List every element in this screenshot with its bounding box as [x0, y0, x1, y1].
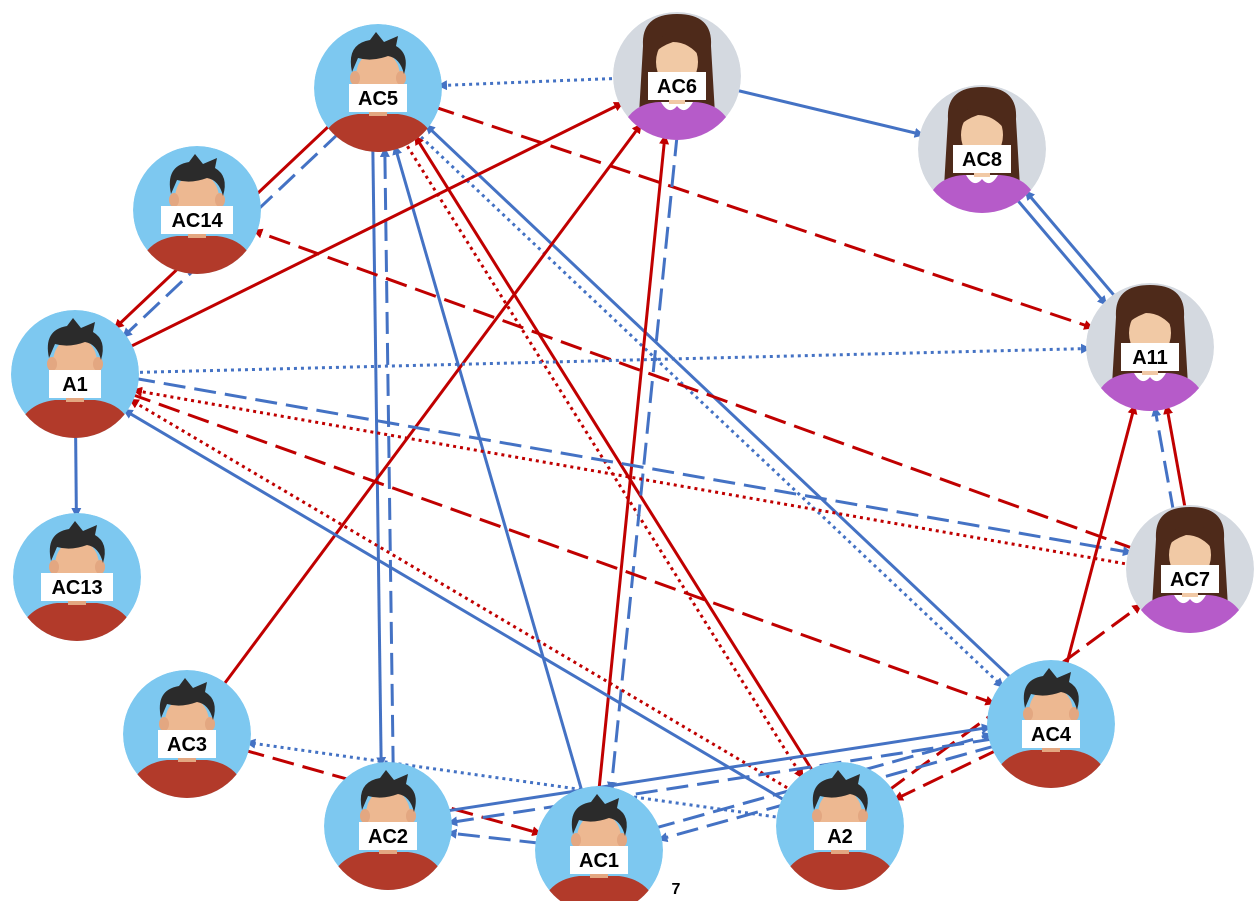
- node-label-box: [41, 573, 113, 601]
- edge-ac7-to-ac14: [252, 228, 1137, 551]
- edge-a1-to-ac4: [129, 392, 996, 706]
- node-ac1[interactable]: AC1: [535, 786, 663, 901]
- edge-a1-to-a11: [132, 343, 1091, 374]
- node-ac14[interactable]: AC14: [133, 146, 261, 274]
- node-label: AC14: [171, 210, 223, 232]
- edge-ac4-to-a2: [893, 747, 1000, 802]
- node-label: A1: [62, 374, 88, 396]
- node-a11[interactable]: A11: [1086, 283, 1214, 411]
- node-label-box: [1161, 565, 1219, 593]
- node-label: AC1: [579, 850, 619, 872]
- edge-ac7-to-a11: [1163, 404, 1188, 512]
- node-label-box: [158, 730, 216, 758]
- edge-a11-to-ac8: [1024, 189, 1119, 300]
- node-label-box: [49, 370, 101, 398]
- edge-ac6-to-ac1: [606, 134, 679, 792]
- edge-ac5-to-ac4: [414, 131, 1005, 689]
- node-ac5[interactable]: AC5: [314, 24, 442, 152]
- node-ac2[interactable]: AC2: [324, 762, 452, 890]
- page-number: 7: [672, 881, 681, 898]
- node-ac13[interactable]: AC13: [13, 513, 141, 641]
- node-ac8[interactable]: AC8: [918, 85, 1046, 213]
- node-label-box: [814, 822, 866, 850]
- node-label: AC7: [1170, 569, 1210, 591]
- edge-ac3-to-ac6: [220, 123, 643, 689]
- node-label-box: [1022, 720, 1080, 748]
- edge-a1-to-ac6: [126, 101, 625, 350]
- node-ac4[interactable]: AC4: [987, 660, 1115, 788]
- edge-ac8-to-a11: [1013, 196, 1108, 307]
- edge-ac1-to-ac5: [392, 144, 585, 795]
- node-label-box: [953, 145, 1011, 173]
- male-avatar-icon: [535, 786, 663, 901]
- edge-a1-to-ac13: [71, 431, 82, 518]
- edge-a2-to-ac5: [413, 134, 816, 775]
- edge-ac5-to-ac2: [371, 146, 387, 768]
- edge-ac7-to-a1: [132, 386, 1133, 567]
- node-label-box: [1121, 343, 1179, 371]
- node-label-box: [570, 846, 628, 874]
- node-label-box: [349, 84, 407, 112]
- edge-ac4-to-a11: [1064, 404, 1138, 669]
- node-label: AC3: [167, 734, 207, 756]
- edge-ac5-to-a11: [432, 104, 1095, 330]
- edge-ac4-to-ac5: [424, 123, 1015, 681]
- edge-ac2-to-ac5: [379, 146, 395, 768]
- node-ac7[interactable]: AC7: [1126, 505, 1254, 633]
- edge-ac1-to-ac6: [597, 134, 670, 792]
- node-label: AC5: [358, 88, 398, 110]
- node-ac6[interactable]: AC6: [613, 12, 741, 140]
- edge-ac2-to-ac4: [444, 723, 992, 813]
- node-ac3[interactable]: AC3: [123, 670, 251, 798]
- node-label-box: [161, 206, 233, 234]
- edge-a2-to-ac3: [245, 738, 783, 820]
- node-label: AC13: [51, 577, 102, 599]
- edge-a2-to-a1: [128, 398, 794, 793]
- edge-ac5-to-a1: [121, 131, 341, 339]
- edge-ac3-to-ac1: [242, 748, 543, 837]
- edge-a1-to-ac7: [132, 376, 1133, 557]
- node-a1[interactable]: A1: [11, 310, 139, 438]
- edge-ac7-to-a11: [1151, 406, 1176, 514]
- node-label: AC8: [962, 149, 1002, 171]
- node-label-box: [648, 72, 706, 100]
- node-label: A11: [1132, 347, 1168, 369]
- node-label: AC4: [1031, 724, 1072, 746]
- node-label: AC2: [368, 826, 408, 848]
- node-a2[interactable]: A2: [776, 762, 904, 890]
- node-label: A2: [827, 826, 853, 848]
- edge-ac6-to-ac5: [437, 76, 620, 91]
- edge-a2-to-a1: [122, 408, 788, 803]
- edges-layer: [71, 76, 1188, 845]
- node-label: AC6: [657, 76, 697, 98]
- node-label-box: [359, 822, 417, 850]
- edge-ac1-to-ac2: [446, 828, 542, 845]
- edge-ac6-to-ac8: [733, 88, 925, 138]
